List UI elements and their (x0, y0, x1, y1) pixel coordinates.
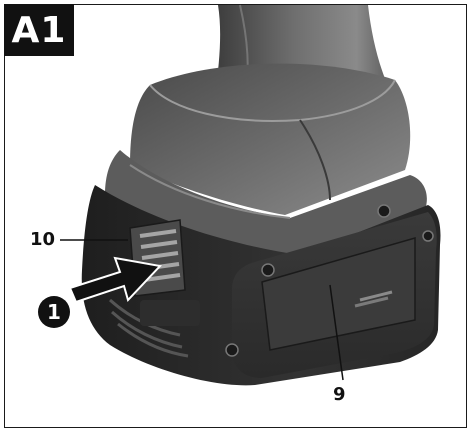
leader-line-9 (329, 284, 344, 381)
callout-9-battery-pack: 9 (333, 384, 346, 405)
push-arrow (68, 256, 162, 304)
tool-foot (130, 63, 411, 216)
figure-tag: A1 (4, 4, 74, 56)
callout-10-release-button: 10 (30, 229, 56, 250)
step-badge-1: 1 (38, 296, 70, 328)
